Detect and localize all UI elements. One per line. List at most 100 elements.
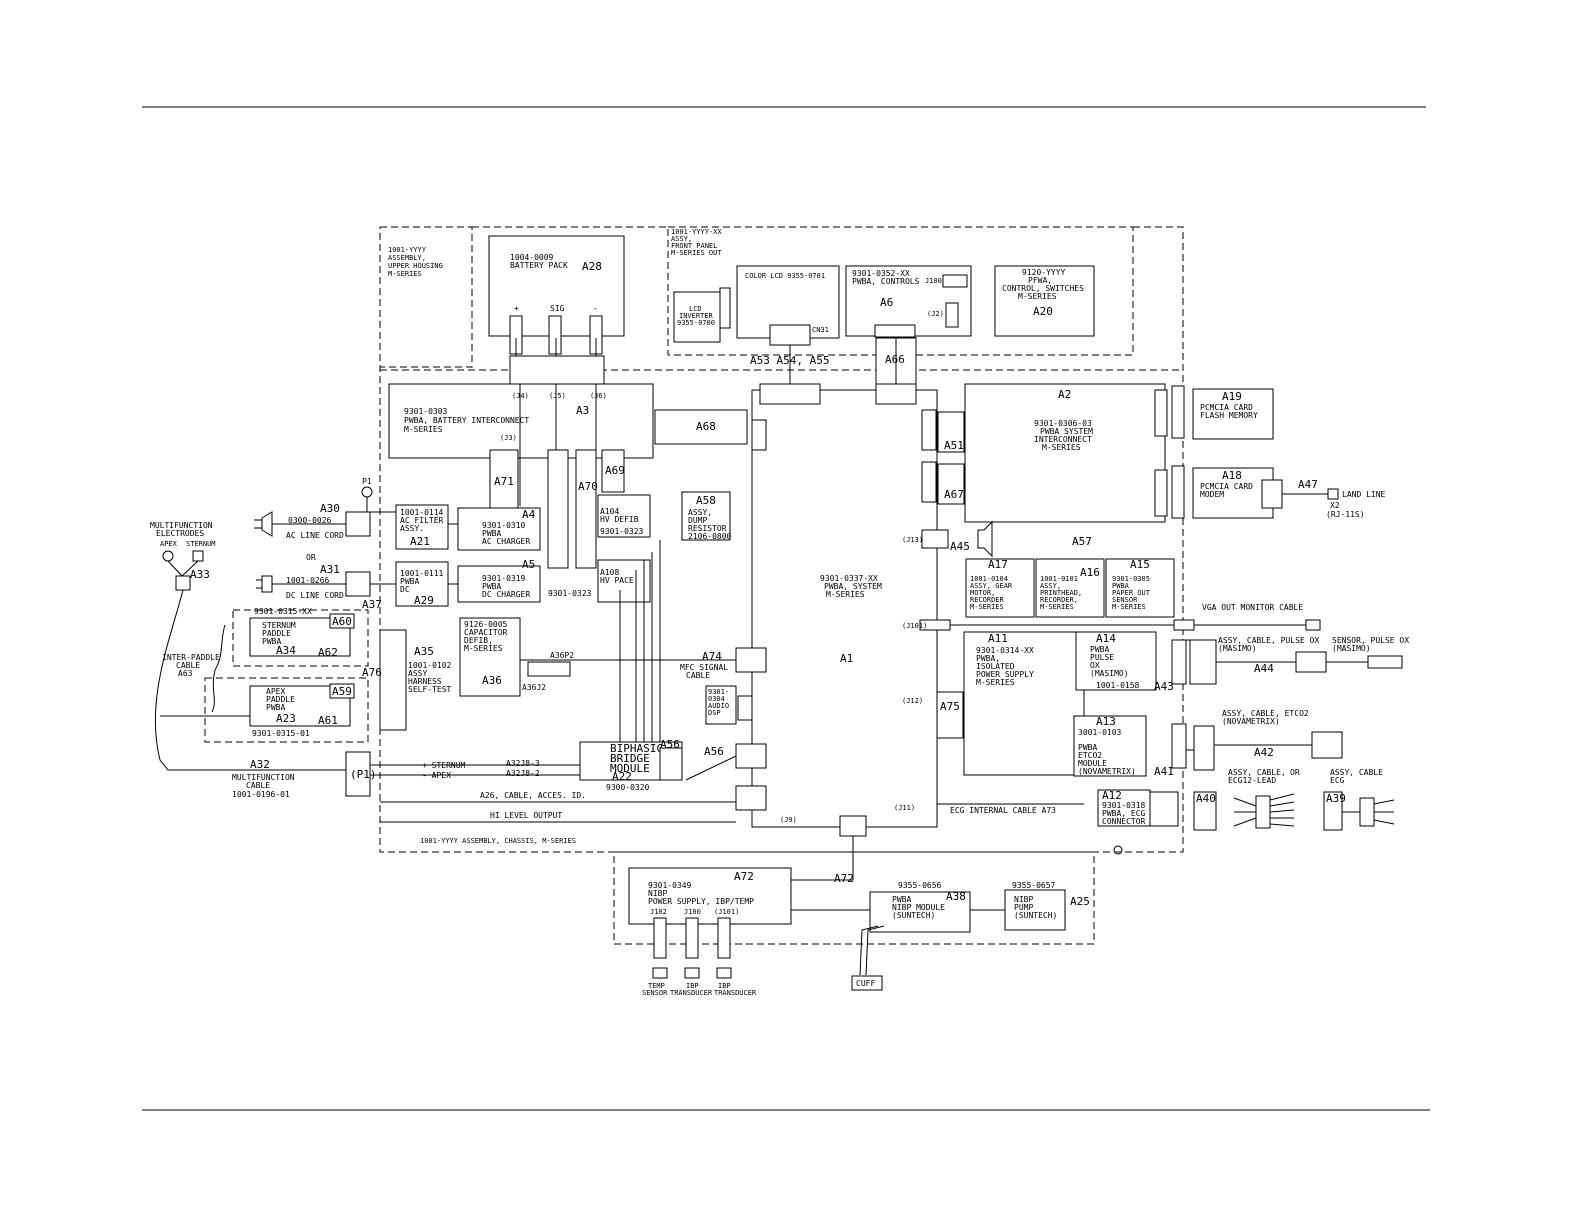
a18-id: A18 — [1222, 469, 1242, 482]
a1-j5-connector — [735, 647, 767, 673]
a17-line-1: ASSY, GEAR — [970, 582, 1013, 590]
a16-line-2: PRINTHEAD, — [1040, 589, 1082, 597]
ecg-leads — [1342, 799, 1395, 825]
a4-line-2: AC CHARGER — [482, 537, 530, 546]
a22-pn: 9300-0320 — [606, 783, 650, 792]
a19-line-0: PCMCIA CARD — [1200, 403, 1253, 412]
pulse-cable-1: (MASIMO) — [1218, 644, 1257, 653]
a3-line-2: M-SERIES — [404, 425, 443, 434]
apex-label: APEX — [160, 540, 178, 548]
a70-label: A70 — [578, 480, 598, 493]
a34-id: A34 — [276, 644, 296, 657]
a4-id: A4 — [522, 508, 536, 521]
a41-label: A41 — [1154, 765, 1174, 778]
a14-line-0: PWBA — [1090, 645, 1109, 654]
a41-connector — [1171, 723, 1187, 769]
a12-line-0: 9301-0318 — [1102, 801, 1146, 810]
a16-line-3: RECORDER, — [1040, 596, 1078, 604]
a21-id: A21 — [410, 535, 430, 548]
a11-line-2: ISOLATED — [976, 662, 1015, 671]
dc-cord-pn: 1001-0266 — [286, 576, 330, 585]
a59-box — [329, 683, 355, 699]
p1-connector — [345, 751, 371, 797]
lcd-inverter — [673, 291, 721, 343]
a47-label: A47 — [1298, 478, 1318, 491]
a17-line-2: MOTOR, — [970, 589, 995, 597]
a36-line-1: CAPACITOR — [464, 628, 508, 637]
a32-line-2: CABLE — [246, 781, 270, 790]
temp-1: SENSOR — [642, 989, 668, 997]
a22-id: A22 — [612, 770, 632, 783]
a69-label: A69 — [605, 464, 625, 477]
or-power: OR — [306, 553, 316, 562]
a15-line-1: PWBA — [1112, 582, 1130, 590]
upper-housing-label-3: M-SERIES — [388, 270, 422, 278]
a1-j8-connector — [735, 785, 767, 811]
a56-plug — [659, 747, 683, 781]
a1-j9: (J9) — [780, 816, 797, 824]
a3-j5: (J5) — [549, 392, 566, 400]
a22-line-1: BRIDGE — [610, 752, 650, 765]
cuff — [851, 975, 883, 991]
a75-label: A75 — [940, 700, 960, 713]
a12-line-2: CONNECTOR — [1102, 817, 1146, 826]
speaker-icon — [977, 520, 993, 558]
a2-line-2: INTERCONNECT — [1034, 435, 1092, 444]
a35-connectors — [379, 629, 407, 731]
a16-line-1: ASSY, — [1040, 582, 1061, 590]
a19-flash-memory — [1192, 388, 1274, 440]
a19-line-1: FLASH MEMORY — [1200, 411, 1258, 420]
a12-j3-ground — [1113, 845, 1123, 855]
pulse-sensor-1: (MASIMO) — [1332, 644, 1371, 653]
a17-line-3: RECORDER — [970, 596, 1005, 604]
vga-connector-b — [1305, 619, 1321, 631]
a5-id: A5 — [522, 558, 535, 571]
ac-cord-label: AC LINE CORD — [286, 531, 344, 540]
a72-j101: (J101) — [714, 908, 739, 916]
a13-line-3: MODULE — [1078, 759, 1107, 768]
audio-dsp — [705, 685, 737, 725]
front-panel-label-2: FRONT PANEL — [671, 242, 717, 250]
a56-label-a: A56 — [660, 738, 680, 751]
a11-isolated-power — [963, 631, 1085, 776]
a4-line-0: 9301-0310 — [482, 521, 526, 530]
a2-p1-pins — [1171, 385, 1185, 439]
a12-line-1: PWBA, ECG — [1102, 809, 1146, 818]
p1-label: P1 — [362, 477, 372, 486]
a6-line-0: 9301-0352-XX — [852, 269, 910, 278]
or-ecg: OR — [1290, 768, 1300, 777]
a58-line-2: RESISTOR — [688, 524, 727, 533]
a34-line-3: PWBA — [262, 637, 281, 646]
a76-label: A76 — [362, 666, 382, 679]
ibp2-0: IBP — [718, 982, 731, 990]
a66-label: A66 — [885, 353, 905, 366]
a60-label: A60 — [332, 615, 352, 628]
inverter-pins — [719, 287, 731, 329]
ecg12-1: ECG12-LEAD — [1228, 776, 1276, 785]
a72-line-1: NIBP — [648, 889, 667, 898]
a23-line-2: PWBA — [266, 703, 285, 712]
a12-ecg-connector — [1097, 789, 1151, 827]
cn31-label: CN31 — [812, 326, 829, 334]
a25-line-0: 9355-0657 — [1012, 881, 1056, 890]
temp-connector — [653, 917, 667, 959]
a20-control-switches — [994, 265, 1095, 337]
a16-line-4: M-SERIES — [1040, 603, 1074, 611]
battery-connector-block — [509, 355, 605, 385]
a3-j6: (J6) — [590, 392, 607, 400]
ecg-internal-cable: ECG INTERNAL CABLE A73 — [950, 806, 1056, 815]
x2-label: X2 — [1330, 501, 1340, 510]
a23-id: A23 — [276, 712, 296, 725]
inter-paddle-0: INTER-PADDLE — [162, 653, 220, 662]
a1-line-1: PWBA, SYSTEM — [824, 582, 882, 591]
a18-modem — [1192, 467, 1274, 519]
a43-label: A43 — [1154, 680, 1174, 693]
a28-line-1: BATTERY PACK — [510, 261, 568, 270]
ibp1-connector — [685, 917, 699, 959]
a15-paper-out-sensor — [1105, 558, 1175, 618]
front-panel-label-0: 1001-YYYY-XX — [671, 228, 722, 236]
ecg-cable-1: ECG — [1330, 776, 1345, 785]
a14-line-2: OX — [1090, 661, 1100, 670]
a2-line-3: M-SERIES — [1042, 443, 1081, 452]
a35-line-2: HARNESS — [408, 677, 442, 686]
